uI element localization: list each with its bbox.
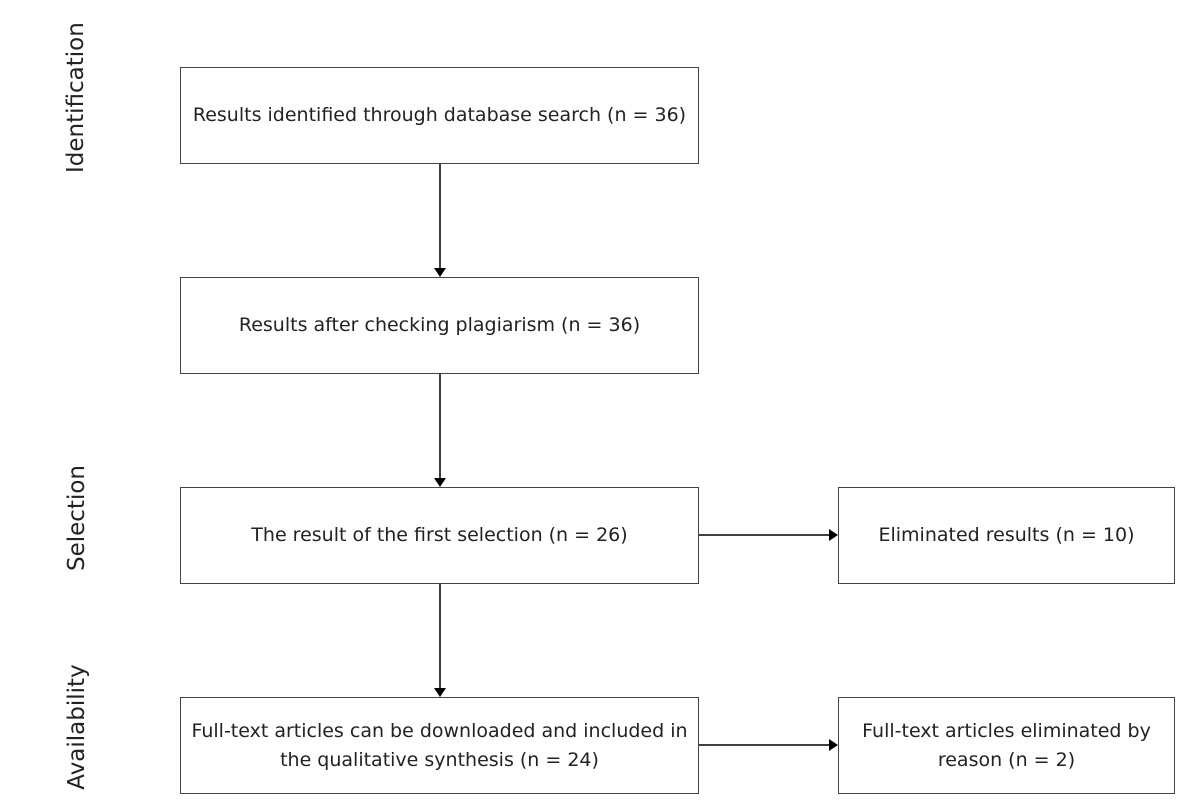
- box-included-text: Full-text articles can be downloaded and…: [191, 719, 688, 771]
- box-eliminated-reason-text: Full-text articles eliminated by reason …: [862, 719, 1151, 771]
- arrowhead-selection-to-eliminated: [829, 529, 838, 541]
- box-included: Full-text articles can be downloaded and…: [180, 697, 699, 794]
- box-identified-text: Results identified through database sear…: [192, 104, 687, 126]
- box-plagiarism-text: Results after checking plagiarism (n = 3…: [238, 314, 641, 336]
- box-plagiarism: Results after checking plagiarism (n = 3…: [180, 277, 699, 374]
- box-first-selection-text: The result of the first selection (n = 2…: [251, 524, 628, 546]
- box-eliminated-reason: Full-text articles eliminated by reason …: [838, 697, 1175, 794]
- box-first-selection: The result of the first selection (n = 2…: [180, 487, 699, 584]
- arrowhead-included-to-eliminated-reason: [829, 739, 838, 751]
- arrowhead-plagiarism-to-selection: [434, 478, 446, 487]
- arrowhead-identified-to-plagiarism: [434, 268, 446, 277]
- box-eliminated: Eliminated results (n = 10): [838, 487, 1175, 584]
- arrowhead-selection-to-included: [434, 688, 446, 697]
- box-eliminated-text: Eliminated results (n = 10): [878, 524, 1135, 546]
- box-identified: Results identified through database sear…: [180, 67, 699, 164]
